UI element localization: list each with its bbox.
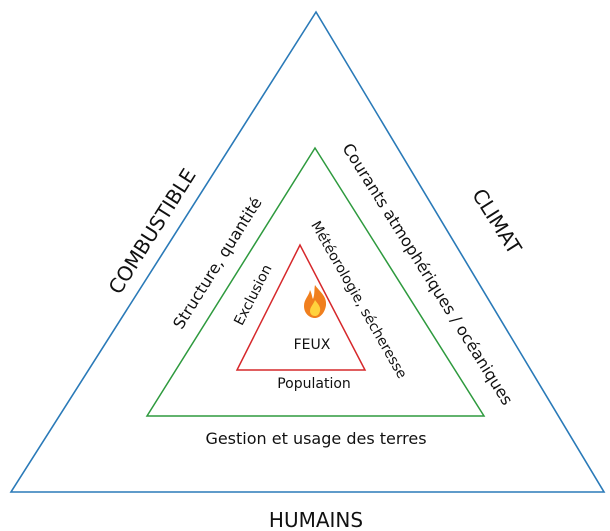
middle-bottom-label: Gestion et usage des terres — [205, 429, 426, 448]
outer-left-label: COMBUSTIBLE — [103, 164, 200, 298]
center-label: FEUX — [294, 337, 331, 353]
outer-bottom-label: HUMAINS — [269, 508, 363, 531]
middle-triangle — [145, 146, 486, 417]
outer-triangle — [9, 10, 606, 493]
inner-bottom-label: Population — [277, 376, 351, 392]
middle-right-label: Courants atmophériques / océaniques — [338, 140, 516, 409]
outer-right-label: CLIMAT — [467, 184, 527, 259]
fire-icon — [304, 285, 327, 318]
inner-triangle — [235, 243, 367, 371]
